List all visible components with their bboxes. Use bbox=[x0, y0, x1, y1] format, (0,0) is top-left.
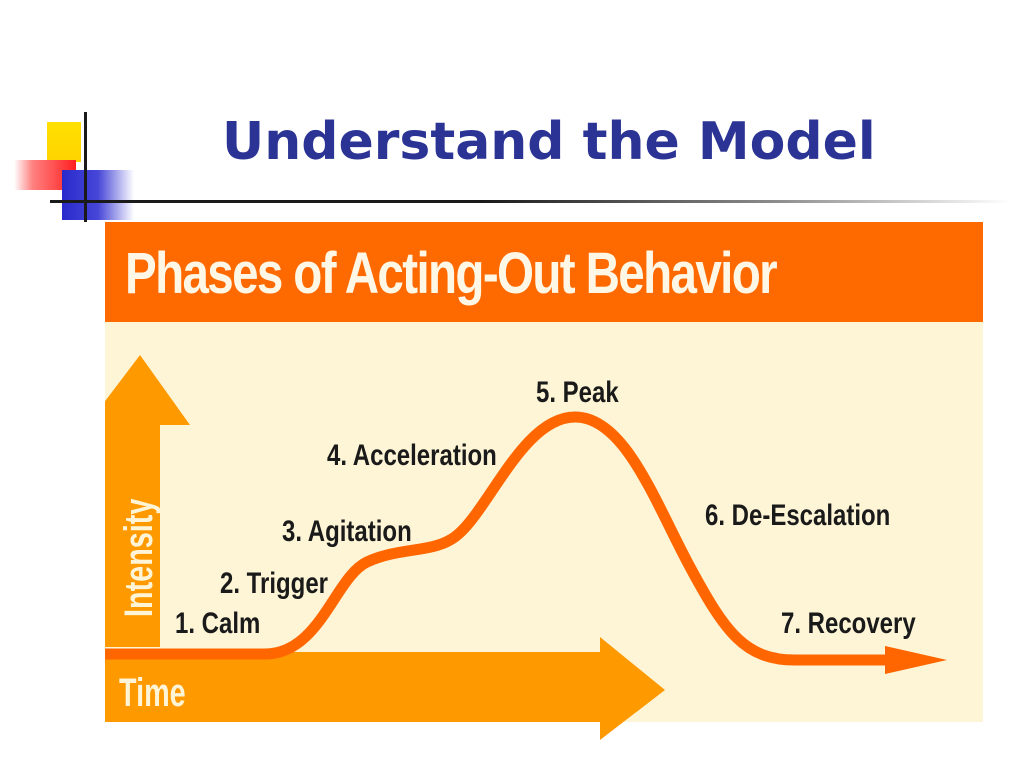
phase-label-agitation: 3. Agitation bbox=[282, 513, 412, 547]
time-axis-arrow bbox=[105, 637, 665, 740]
diagram-panel: Phases of Acting-Out Behavior Intensity … bbox=[105, 222, 983, 740]
diagram-title: Phases of Acting-Out Behavior bbox=[125, 241, 778, 306]
phase-label-peak: 5. Peak bbox=[536, 374, 619, 408]
intensity-axis-label: Intensity bbox=[116, 498, 161, 617]
phase-label-acceleration: 4. Acceleration bbox=[327, 437, 497, 471]
phase-label-de-escalation: 6. De-Escalation bbox=[705, 497, 890, 531]
diagram-header: Phases of Acting-Out Behavior bbox=[105, 222, 983, 322]
logo-yellow-square bbox=[47, 122, 81, 162]
logo-vertical-line bbox=[84, 112, 87, 222]
phase-label-trigger: 2. Trigger bbox=[220, 565, 328, 599]
phase-label-calm: 1. Calm bbox=[175, 605, 260, 639]
intensity-axis-arrow bbox=[105, 355, 190, 647]
behavior-curve bbox=[105, 411, 896, 666]
title-divider bbox=[50, 200, 1010, 203]
slide-logo-decoration bbox=[0, 0, 150, 230]
slide-title: Understand the Model bbox=[222, 112, 876, 172]
logo-blue-square bbox=[62, 170, 134, 220]
time-axis-label: Time bbox=[119, 670, 186, 715]
phase-label-recovery: 7. Recovery bbox=[781, 605, 916, 639]
curve-arrowhead bbox=[885, 646, 947, 674]
phases-diagram: Intensity Time 1. Calm 2. Trigger 3. Agi… bbox=[105, 355, 947, 740]
